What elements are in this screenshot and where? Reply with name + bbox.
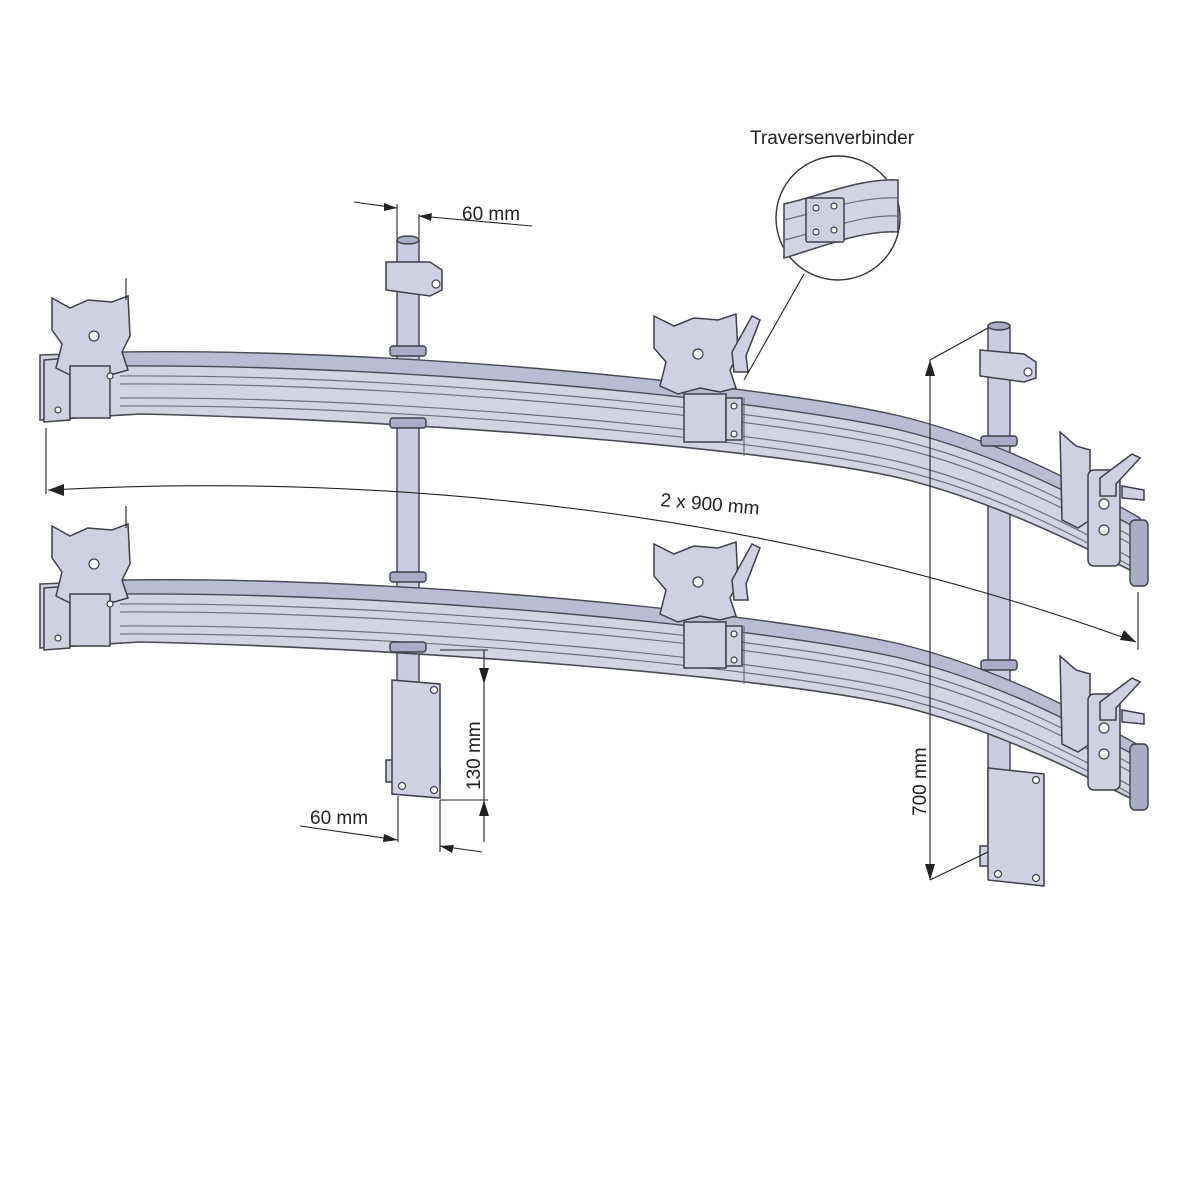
post-width-top-label: 60 mm xyxy=(462,204,520,225)
upper-beam xyxy=(39,351,1141,576)
vesa-plate-icon xyxy=(1059,430,1149,587)
vesa-plate-icon xyxy=(43,278,131,423)
clamp-lever-icon xyxy=(731,543,761,601)
connector-label: Traversenverbinder xyxy=(750,128,915,149)
vesa-plate-icon xyxy=(653,540,743,669)
plate-width-label: 60 mm xyxy=(310,808,368,829)
clamp-lever-icon xyxy=(731,315,761,373)
dim-plate-width xyxy=(299,796,483,853)
dim-beam-length xyxy=(45,428,1139,650)
dim-plate-height xyxy=(440,649,489,842)
connector-detail xyxy=(743,155,901,381)
vesa-plate-icon xyxy=(653,312,743,443)
clamp-lever-icon xyxy=(1099,677,1142,721)
vesa-plate-icon xyxy=(1059,654,1149,811)
total-height-label: 700 mm xyxy=(910,747,931,816)
plate-height-label: 130 mm xyxy=(464,721,485,790)
dim-total-height xyxy=(925,327,989,881)
beam-length-label: 2 x 900 mm xyxy=(660,490,761,520)
vesa-plate-icon xyxy=(43,506,131,651)
left-wall-plate-icon xyxy=(391,679,441,799)
clamp-lever-icon xyxy=(1099,453,1142,497)
right-wall-plate-icon xyxy=(987,767,1045,887)
lower-beam xyxy=(39,579,1141,804)
dim-post-width-top xyxy=(353,201,533,238)
